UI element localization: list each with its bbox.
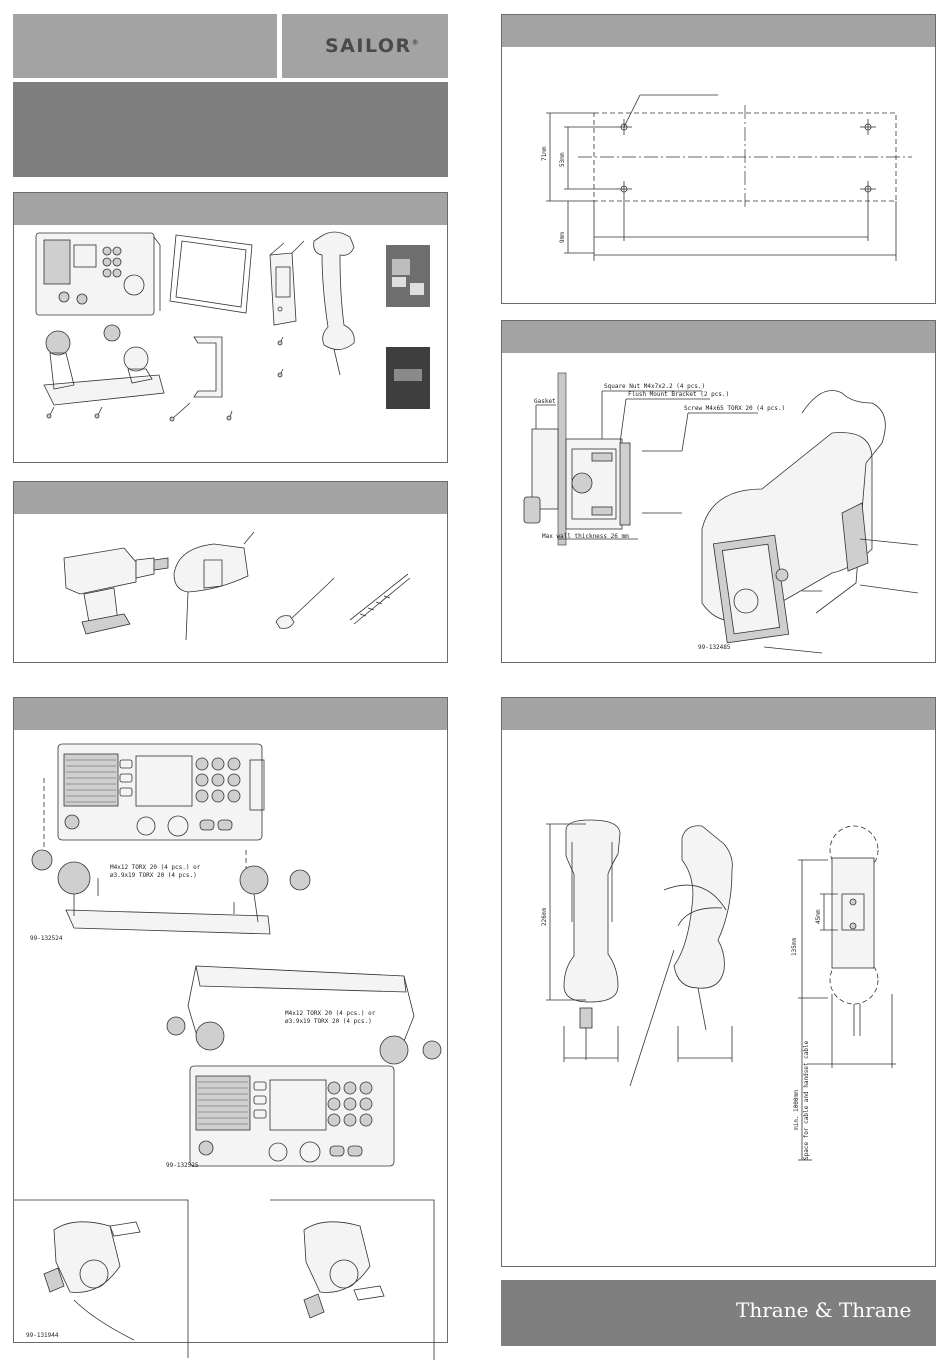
panel-handset-header — [502, 698, 935, 730]
user-manual-icon — [386, 245, 430, 307]
dim-min-1000mm: min. 1000mm — [793, 1090, 800, 1130]
gasket-frame-icon — [169, 234, 253, 314]
handset-front-view — [546, 819, 621, 1062]
cordless-drill-icon — [63, 547, 169, 635]
radio-unit-icon — [35, 232, 161, 316]
label-screw: Screw M4x65 TORX 20 (4 pcs.) — [684, 405, 786, 412]
bracket-bottom — [166, 965, 442, 1065]
cradle-clearance-view — [798, 825, 896, 1161]
handset-cradle-icon — [269, 240, 305, 326]
handset-drawings: 226mm 135mm 45mm min. 1000mm Space for c… — [541, 819, 896, 1161]
radio-front-view-bottom — [189, 1065, 395, 1167]
dim-135mm: 135mm — [791, 938, 798, 956]
title-block-left — [13, 14, 277, 78]
radio-side-view — [523, 428, 631, 530]
dim-53mm: 53mm — [559, 152, 566, 167]
dimension-lines — [546, 112, 897, 261]
thrane-thrane-logo: Thrane & Thrane — [736, 1298, 912, 1322]
flush-mount-drawing — [523, 372, 919, 654]
dim-45mm: 45mm — [815, 909, 822, 924]
drawing-id-99-132524: 99-132524 — [30, 935, 63, 942]
drill-bit-icon — [349, 573, 411, 625]
detail-view-left — [14, 1199, 189, 1358]
keypad-top — [195, 757, 241, 803]
product-title-banner — [13, 82, 448, 177]
screw-note-1a: M4x12 TORX 20 (4 pcs.) or — [110, 864, 201, 871]
flush-mount-iso-view — [701, 390, 919, 654]
panel-tools — [13, 481, 448, 663]
mounting-bracket-icon — [43, 324, 165, 406]
label-square-nut: Square Nut M4x7x2.2 (4 pcs.) — [604, 383, 706, 390]
panel-packing-list-header — [14, 193, 447, 225]
space-for-cable-note: Space for cable and handset cable — [803, 1040, 810, 1160]
panel-cutout-header — [502, 15, 935, 47]
screw-note-2b: ø3.9x19 TORX 20 (4 pcs.) — [285, 1018, 372, 1025]
drawing-id-99-131944: 99-131944 — [26, 1332, 59, 1339]
title-block-logo — [282, 14, 448, 78]
cutout-template-drawing: 71mm 53mm 9mm — [541, 94, 912, 261]
flush-bracket-icon — [193, 336, 223, 398]
handset-side-view — [629, 825, 733, 1087]
screw-note-2a: M4x12 TORX 20 (4 pcs.) or — [285, 1010, 376, 1017]
panel-packing-list — [13, 192, 448, 463]
bracket-top — [31, 778, 311, 935]
label-gasket: Gasket — [534, 398, 556, 405]
panel-cutout-template: 71mm 53mm 9mm — [501, 14, 936, 304]
sailor-logo: SAILOR® — [325, 35, 419, 57]
screw-note-1b: ø3.9x19 TORX 20 (4 pcs.) — [110, 872, 197, 879]
bracket-mount-illustration — [14, 743, 442, 1360]
packing-list-illustration — [35, 231, 430, 422]
detail-view-right — [270, 1199, 435, 1360]
drawing-id-99-132485: 99-132485 — [698, 644, 731, 651]
sailor-logo-mark: ® — [411, 38, 419, 47]
jigsaw-icon — [173, 531, 255, 641]
panel-bracket-mount: M4x12 TORX 20 (4 pcs.) or ø3.9x19 TORX 2… — [13, 697, 448, 1360]
panel-bracket-mount-header — [14, 698, 447, 730]
panel-flush-mount-header — [502, 321, 935, 353]
drawing-id-99-132525: 99-132525 — [166, 1162, 199, 1169]
footer-brand-band — [501, 1280, 936, 1346]
quick-guide-icon — [386, 347, 430, 409]
handset-icon — [313, 231, 355, 376]
panel-flush-mount: Gasket Square Nut M4x7x2.2 (4 pcs.) Flus… — [501, 320, 936, 663]
sailor-logo-text: SAILOR — [325, 35, 412, 57]
label-flush-bracket: Flush Mount Bracket (2 pcs.) — [628, 391, 730, 398]
hole-markers — [616, 119, 876, 197]
screws-icon — [46, 336, 284, 422]
tools-illustration — [63, 531, 411, 641]
dim-71mm: 71mm — [541, 146, 548, 161]
callout-lines — [535, 390, 758, 540]
dim-9mm: 9mm — [559, 232, 566, 243]
label-wall-thickness: Max wall thickness 26 mm — [542, 533, 629, 540]
radio-front-view-top — [57, 743, 265, 841]
panel-tools-header — [14, 482, 447, 514]
screwdriver-icon — [275, 577, 335, 629]
dim-226mm: 226mm — [541, 908, 548, 926]
panel-handset: 226mm 135mm 45mm min. 1000mm Space for c… — [501, 697, 936, 1267]
